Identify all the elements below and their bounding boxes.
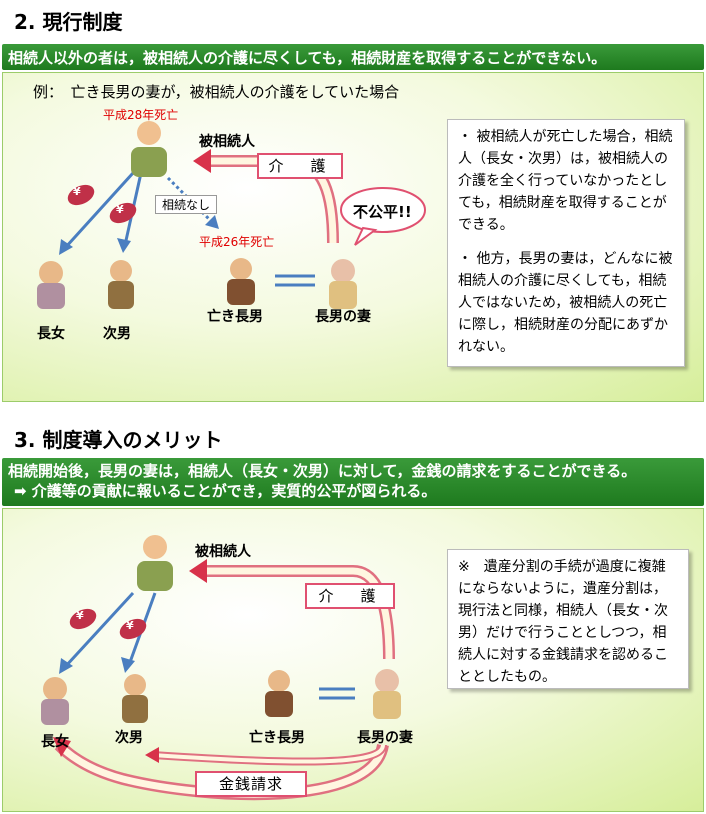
wife-figure [373,669,401,719]
yen-symbol: ¥ [116,203,124,216]
eldest-daughter-label: 長女 [37,326,65,342]
wife-figure [329,259,357,309]
care-tag: 介 護 [305,583,395,609]
wife-label: 長男の妻 [357,730,413,746]
second-son-label: 次男 [115,730,143,746]
right-arrow-icon: ➡ [14,482,32,500]
info-paragraph-1: ・ 被相続人が死亡した場合，相続人（長女・次男）は，被相続人の介護を全く行ってい… [458,129,673,233]
money-claim-tag: 金銭請求 [195,771,307,797]
yen-symbol: ¥ [126,619,134,632]
care-tag: 介 護 [257,153,343,179]
decedent-figure [131,121,167,177]
death-year-28: 平成28年死亡 [103,108,179,122]
section3-panel: ¥ ¥ 被相続人 介 護 長女 次男 亡き長男 長男の妻 金銭請求 ※ 遺産分割… [2,508,704,812]
late-eldest-son-figure [227,258,255,305]
yen-bag-icon [109,202,137,224]
section3-banner-line1: 相続開始後，長男の妻は，相続人（長女・次男）に対して，金銭の請求をすることができ… [8,462,637,480]
yen-bag-icon [67,184,95,206]
eldest-daughter-figure [37,261,65,309]
second-son-label: 次男 [103,326,131,342]
yen-bag-icon [69,608,97,630]
late-eldest-son-label: 亡き長男 [249,730,305,746]
info-paragraph-2: ・ 他方，長男の妻は，どんなに被相続人の介護に尽くしても，相続人ではないため，被… [458,251,673,355]
no-inheritance-label: 相続なし [155,195,218,214]
example-caption: 例： 亡き長男の妻が，被相続人の介護をしていた場合 [33,83,400,101]
section3-banner-line2: 介護等の貢献に報いることができ，実質的公平が図られる。 [31,482,437,500]
section2-arrows [37,121,426,309]
decedent-label: 被相続人 [195,544,251,560]
eldest-daughter-label: 長女 [41,734,69,750]
section3-arrows [41,535,401,801]
section3-banner: 相続開始後，長男の妻は，相続人（長女・次男）に対して，金銭の請求をすることができ… [2,458,704,506]
section3-heading: 3. 制度導入のメリット [14,428,223,452]
section3-info-text: ※ 遺産分割の手続が過度に複雑にならないように，遺産分割は，現行法と同様，相続人… [458,559,668,685]
eldest-daughter-figure [41,677,69,725]
yen-symbol: ¥ [73,185,81,198]
yen-symbol: ¥ [76,609,84,622]
yen-bag-icon [119,618,147,640]
death-year-26: 平成26年死亡 [199,235,275,249]
second-son-figure [122,674,148,723]
section2-info-box: ・ 被相続人が死亡した場合，相続人（長女・次男）は，被相続人の介護を全く行ってい… [447,119,685,367]
section3-info-box: ※ 遺産分割の手続が過度に複雑にならないように，遺産分割は，現行法と同様，相続人… [447,549,689,689]
wife-label: 長男の妻 [315,309,371,325]
late-eldest-son-label: 亡き長男 [207,309,263,325]
section2-panel: ¥ ¥ 例： 亡き長男の妻が，被相続人の介護をしていた場合 平成28年死亡 被相… [2,72,704,402]
late-eldest-son-figure [265,670,293,717]
unfair-label: 不公平!! [353,203,412,221]
decedent-label: 被相続人 [199,134,255,150]
second-son-figure [108,260,134,309]
section2-heading: 2. 現行制度 [14,10,123,34]
section2-banner: 相続人以外の者は，被相続人の介護に尽くしても，相続財産を取得することができない。 [2,44,704,70]
decedent-figure [137,535,173,591]
